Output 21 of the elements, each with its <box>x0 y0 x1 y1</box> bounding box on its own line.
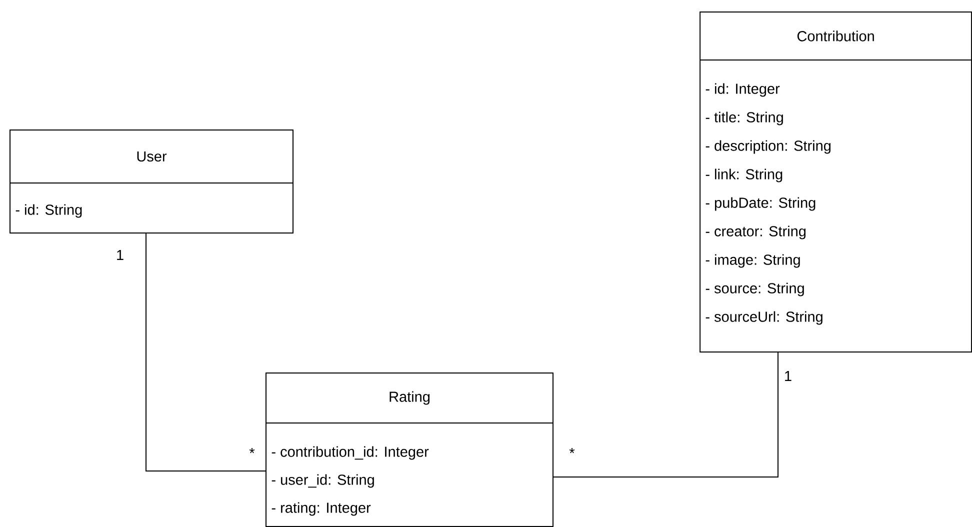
attribute-text: - sourceUrl: String <box>706 311 822 325</box>
connector-line <box>553 352 778 478</box>
attribute-text: - id: String <box>16 204 82 218</box>
multiplicity-label: 1 <box>117 250 124 260</box>
attribute-text: - rating: Integer <box>272 502 371 516</box>
multiplicity-label: * <box>569 448 575 454</box>
connector-line <box>146 233 266 472</box>
multiplicity-label: 1 <box>785 371 792 381</box>
class-name: User <box>137 151 167 162</box>
attribute-text: - pubDate: String <box>706 197 816 211</box>
attribute-text: - image: String <box>706 254 800 268</box>
attribute-text: - user_id: String <box>272 474 374 488</box>
attribute-text: - description: String <box>706 140 830 154</box>
attribute-text: - creator: String <box>706 226 806 240</box>
class-name: Rating <box>390 391 430 405</box>
attribute-text: - title: String <box>706 112 783 126</box>
class-name: Contribution <box>797 30 874 42</box>
attribute-text: - link: String <box>706 168 782 182</box>
attribute-text: - contribution_id: Integer <box>272 446 429 460</box>
attribute-text: - source: String <box>706 282 804 296</box>
attribute-text: - id: Integer <box>706 83 780 97</box>
